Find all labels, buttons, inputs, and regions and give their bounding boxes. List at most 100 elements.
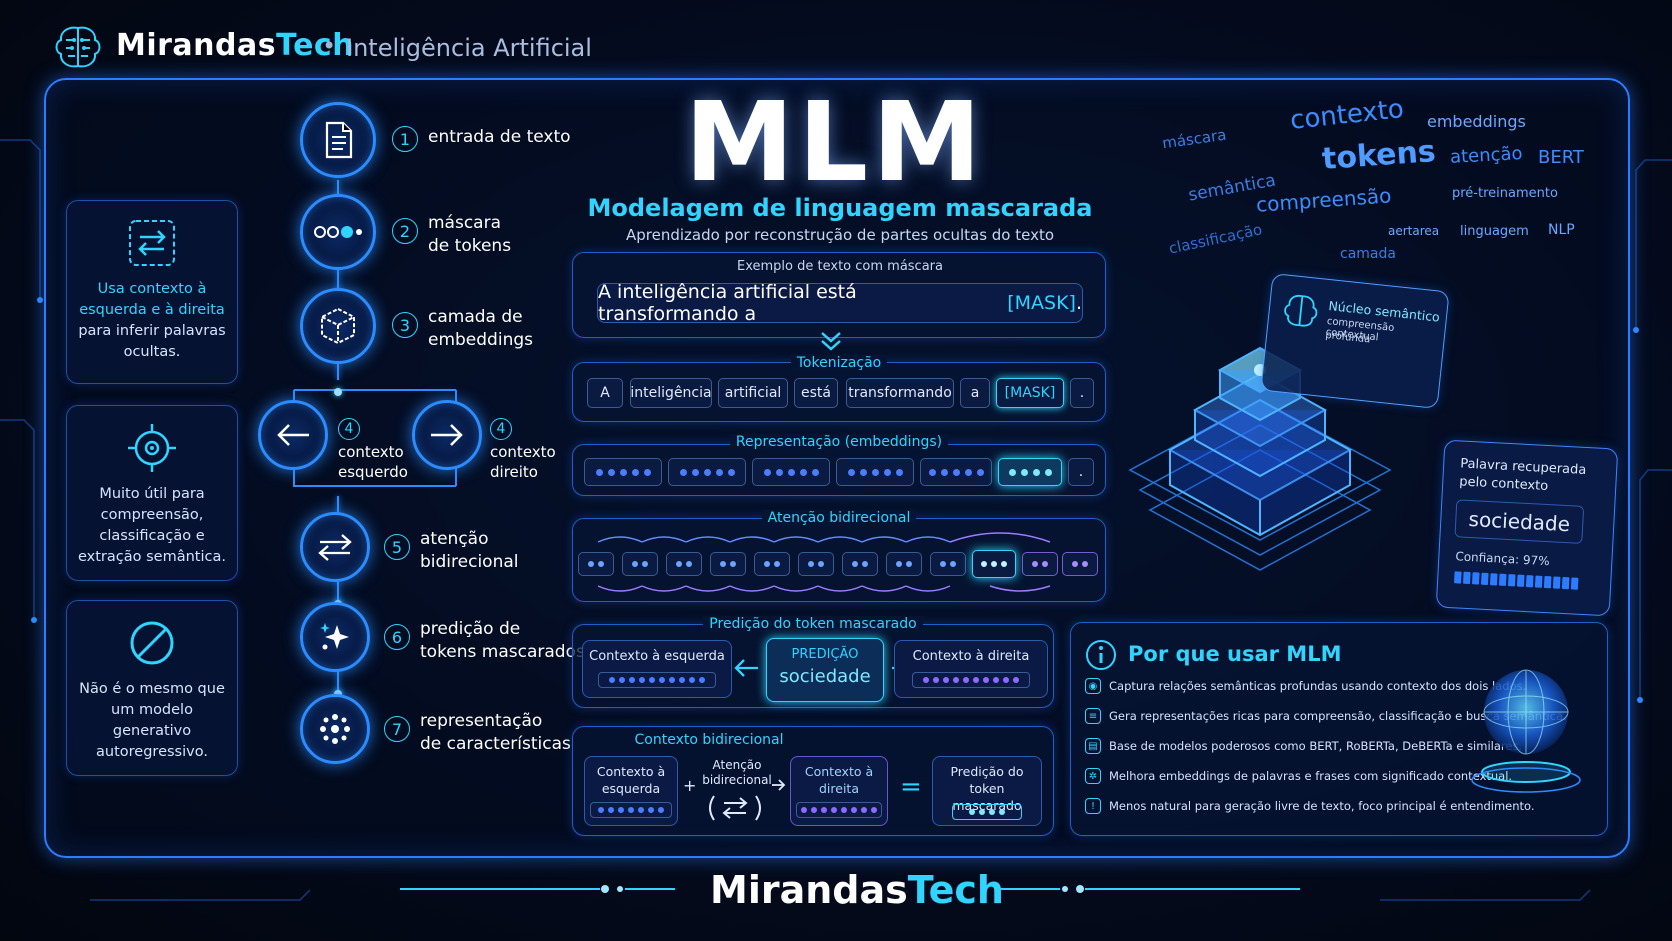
step-2-circle [300, 194, 376, 270]
prediction-center-label: PREDIÇÃO [791, 647, 859, 662]
token: A [587, 378, 623, 408]
attention-cycle-icon [709, 795, 761, 821]
why-item: ◉Captura relações semânticas profundas u… [1085, 678, 1526, 694]
example-end: . [1075, 292, 1082, 314]
brain-icon [1284, 294, 1318, 327]
left-context-vector [598, 672, 716, 688]
brand-separator: • [322, 32, 337, 60]
attention-mask-node [972, 550, 1016, 578]
example-sentence-box: A inteligência artificial está transform… [597, 281, 1083, 325]
bc-result-vector [952, 804, 1022, 820]
swap-arrows-icon [129, 220, 175, 266]
step-6-circle [300, 602, 370, 672]
confidence-segment [1534, 575, 1543, 588]
prediction-right-label: Contexto à direita [912, 649, 1030, 664]
why-item: ✲Melhora embeddings de palavras e frases… [1085, 768, 1512, 784]
embedding-end-token: . [1068, 458, 1094, 486]
sparkle-icon [320, 623, 349, 650]
mask-embedding-vector [998, 458, 1062, 486]
embedding-vector [668, 458, 746, 486]
cloud-word: BERT [1538, 147, 1584, 168]
page-title: MLM [684, 78, 986, 206]
confidence-segment [1471, 572, 1480, 585]
arrow-right-icon [772, 779, 786, 791]
dots-cluster-icon [320, 714, 350, 744]
step-connector [337, 180, 339, 380]
target-icon [128, 424, 176, 472]
confidence-segment [1570, 577, 1579, 590]
cloud-word: atenção [1449, 143, 1524, 168]
attention-node [666, 552, 702, 576]
step-5-circle [300, 512, 370, 582]
bc-left-label: Contexto à esquerda [596, 764, 666, 796]
bidirectional-arrows-icon [318, 534, 352, 561]
embedding-vector [836, 458, 914, 486]
brand-subtitle: Inteligência Artificial [346, 34, 592, 62]
brain-globe-icon [1471, 669, 1581, 793]
step-7-circle [300, 694, 370, 764]
confidence-segment [1462, 571, 1471, 585]
card-context-text: para inferir palavras ocultas. [78, 323, 226, 360]
arrow-right-icon [431, 424, 463, 446]
info-card-not-generative: Não é o mesmo que um modelo generativo a… [66, 600, 238, 776]
right-context-vector [912, 672, 1030, 688]
attention-node [710, 552, 746, 576]
equals-sign: = [900, 772, 922, 802]
prediction-result-box: PREDIÇÃO sociedade [766, 638, 884, 702]
prohibited-icon [130, 621, 174, 665]
confidence-bar [1454, 571, 1579, 590]
card-not-generative-text: Não é o mesmo que um modelo generativo a… [79, 681, 225, 760]
confidence-segment [1454, 571, 1462, 584]
page-subtitle: Modelagem de linguagem mascarada [587, 194, 1093, 222]
confidence-segment [1552, 576, 1561, 589]
cloud-word: aertarea [1388, 224, 1440, 238]
gear-icon: ✲ [1085, 768, 1101, 784]
bc-right-box: Contexto à direita [790, 756, 888, 826]
step-1-number: 1 [392, 126, 418, 152]
semantic-core-card: Núcleo semântico compreensão contextual … [1260, 273, 1450, 409]
step-6-number: 6 [384, 624, 410, 650]
attention-node [754, 552, 790, 576]
attention-title: Atenção bidirecional [572, 510, 1106, 526]
brain-chip-logo-icon [55, 26, 101, 68]
step-4-right-number: 4 [490, 418, 512, 440]
card-usage-text: Muito útil para compreensão, classificaç… [78, 486, 226, 565]
attention-node [798, 552, 834, 576]
token: está [794, 378, 838, 408]
warning-icon: ! [1085, 798, 1101, 814]
confidence-segment [1543, 575, 1552, 589]
cube-icon [321, 307, 355, 345]
prediction-left-context: Contexto à esquerda [582, 640, 732, 698]
confidence-segment [1498, 573, 1507, 586]
info-card-context: Usa contexto à esquerda e à direita para… [66, 200, 238, 384]
attention-node [1022, 552, 1058, 576]
attention-node [578, 552, 614, 576]
chevron-down-icon [821, 332, 841, 351]
example-label: Exemplo de texto com máscara [737, 259, 943, 274]
bc-left-vector [590, 802, 672, 818]
embedding-vector [584, 458, 662, 486]
example-mask-token: [MASK] [1007, 292, 1076, 314]
card-context-highlight: Usa contexto à esquerda e à direita [79, 281, 225, 318]
step-3-circle [300, 288, 376, 364]
tokenization-title: Tokenização [572, 355, 1106, 371]
confidence-segment [1507, 574, 1516, 587]
bc-middle-label: Atenção bidirecional [702, 758, 772, 787]
step-2-number: 2 [392, 218, 418, 244]
why-item: ▤Base de modelos poderosos como BERT, Ro… [1085, 738, 1522, 754]
mask-tokens-icon [314, 226, 362, 238]
step-4-right-circle [412, 400, 482, 470]
bc-right-label: Contexto à direita [804, 764, 874, 796]
confidence-segment [1561, 576, 1570, 590]
token: inteligência [630, 378, 712, 408]
connector-dot [334, 388, 342, 396]
step-3-number: 3 [392, 312, 418, 338]
step-1-label: entrada de texto [428, 127, 571, 147]
example-panel: Exemplo de texto com máscara A inteligên… [572, 252, 1106, 338]
footer-brand: MirandasTech [710, 868, 1004, 912]
